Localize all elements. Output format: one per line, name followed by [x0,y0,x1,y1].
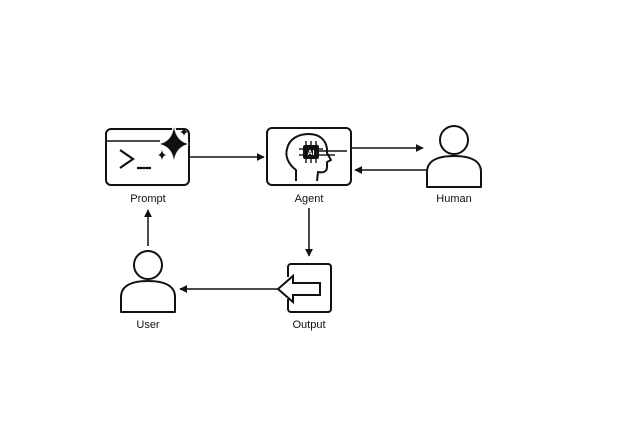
user-label: User [136,319,160,331]
output-arrow-icon [276,263,332,313]
human-node[interactable]: Human [426,125,482,205]
user-node[interactable]: User [120,250,176,331]
terminal-sparkle-icon [105,126,190,186]
ai-chip-text: AI [308,150,315,157]
prompt-node[interactable]: Prompt [105,126,190,205]
human-label: Human [436,193,471,205]
person-icon [426,125,482,188]
output-node[interactable]: Output [276,263,332,331]
person-icon [120,250,176,313]
output-label: Output [292,319,325,331]
agent-label: Agent [295,193,324,205]
ai-head-chip-icon: AI [285,133,347,182]
agent-node[interactable]: AI Agent [266,127,352,205]
prompt-label: Prompt [130,193,165,205]
